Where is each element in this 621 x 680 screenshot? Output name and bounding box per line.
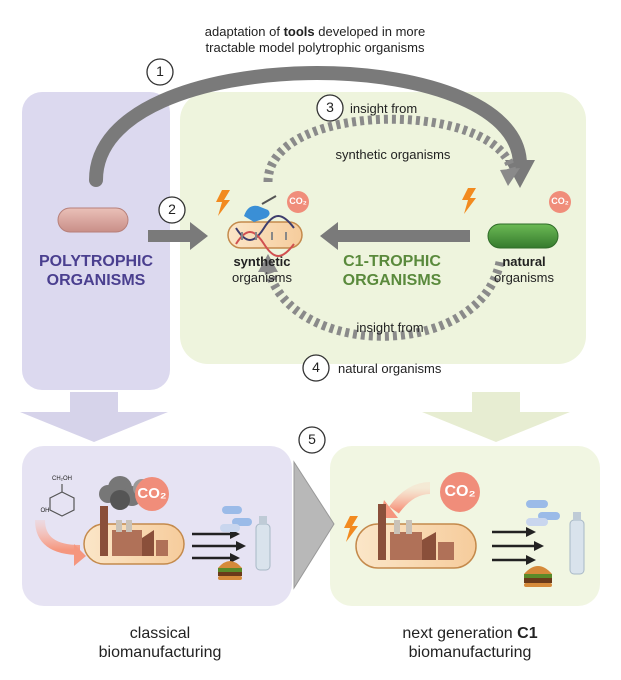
co2-nextgen-text: CO₂ [444,483,476,500]
caption-line2: tractable model polytrophic organisms [205,39,425,55]
caption-text: adaptation of [204,24,284,39]
step-4-label: 4 [312,359,320,375]
step-5-circle [298,426,326,454]
polytrophic-cell [57,207,129,233]
nextgen-pre: next generation [402,625,518,642]
step-5-label: 5 [308,431,316,447]
arrow-2-head [190,222,208,250]
synthetic-bold: synthetic [233,254,291,269]
co2-synthetic-text: CO₂ [289,196,307,206]
arrow-4-head [258,254,278,272]
glucose-oh-label: OH [40,508,50,514]
arrow-1-arc [89,66,527,187]
step-1-label: 1 [156,63,164,79]
top-caption: adaptation of tools developed in more tr… [150,24,480,55]
synthetic-cell [227,221,303,249]
down-arrow-right [422,392,570,442]
polytrophic-line1: POLYTROPHIC [38,253,154,270]
natural-organisms-label: natural organisms [474,254,574,285]
dna-helix [235,215,295,257]
polytrophic-line2: ORGANISMS [46,272,146,290]
arrow-5-shape [293,460,335,590]
arrow-3-arc [263,114,517,183]
classical-factory [35,476,271,580]
glucose-icon [49,484,75,517]
bottle-icon [569,512,585,575]
arrow-3-head [500,168,520,186]
insight-synthetic-line1: insight from [350,101,418,116]
step-4-circle [302,354,330,382]
polytrophic-panel [22,92,170,390]
step-2-label: 2 [168,201,176,217]
caption-text: developed in more [314,24,426,39]
burger-icon [218,561,242,580]
nextgen-bold: C1 [517,625,538,642]
co2-circle-classical [135,477,169,511]
nextgen-line2: biomanufacturing [408,644,532,662]
step-3-label: 3 [326,99,334,115]
burger-icon [524,566,552,587]
lightning-icon [216,190,230,216]
co2-circle-natural [549,191,571,213]
polytrophic-title: POLYTROPHIC ORGANISMS [22,252,170,290]
classical-line1: classical [129,625,191,642]
lightning-icon [462,188,476,214]
c1trophic-title: C1-TROPHIC ORGANISMS [322,252,462,290]
co2-classical-text: CO₂ [137,485,167,502]
natural-cell [487,223,559,249]
co2-circle-synthetic [287,191,309,213]
step-3-circle [316,94,344,122]
lightning-icon [344,516,358,542]
down-arrow-left [20,392,168,442]
co2-natural-text: CO₂ [551,196,569,206]
natural-bold: natural [502,254,546,269]
arrow-4-arc [263,260,505,341]
insight-natural-line1: insight from [356,320,424,335]
synthetic-organisms-label: synthetic organisms [212,254,312,285]
step-1-circle [146,58,174,86]
pills-icon [526,500,560,526]
arrow-1-head [505,160,535,188]
step-2-circle [158,196,186,224]
classical-line2: biomanufacturing [98,644,222,662]
insight-synthetic-line2: synthetic organisms [335,147,451,162]
glucose-ch2oh-label: CH₂OH [52,476,72,482]
c1trophic-panel [180,92,586,364]
nextgen-factory [355,472,585,587]
natural-normal: organisms [494,269,554,285]
bottle-icon [255,516,271,571]
classical-biomanufacturing-label: classical biomanufacturing [60,624,260,662]
synthetic-normal: organisms [232,269,292,285]
nextgen-biomanufacturing-label: next generation C1 biomanufacturing [360,624,580,662]
arrow-natural-to-synthetic-head [320,222,338,250]
caption-bold: tools [283,24,315,39]
c1trophic-line2: ORGANISMS [342,272,442,290]
pills-icon [220,506,252,532]
c1trophic-line1: C1-TROPHIC [343,253,441,270]
co2-circle-nextgen [440,472,480,512]
gloved-hand-icon [244,195,277,222]
insight-natural-line2: natural organisms [338,361,442,376]
